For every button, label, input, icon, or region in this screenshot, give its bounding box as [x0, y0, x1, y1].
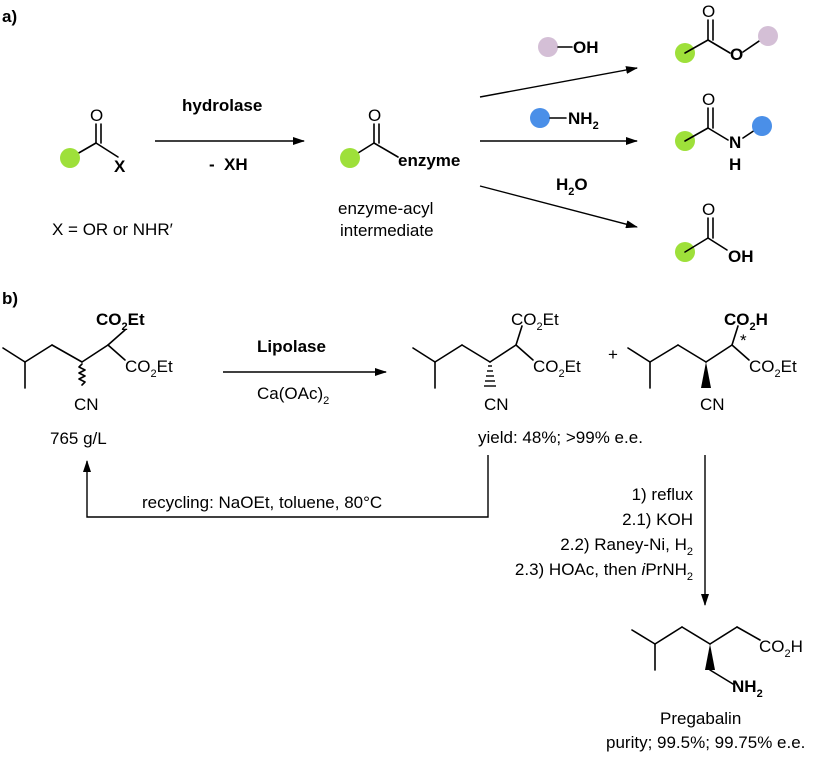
- svg-text:CO2H: CO2H: [759, 637, 803, 660]
- step-4: 2.3) HOAc, then iPrNH2: [515, 560, 693, 583]
- reagent-alcohol: OH: [538, 37, 599, 57]
- plus-sign: +: [608, 345, 618, 364]
- substrate-loading: 765 g/L: [50, 429, 107, 448]
- product-purity: purity; 99.5%; 99.75% e.e.: [606, 733, 805, 752]
- recycling-label: recycling: NaOEt, toluene, 80°C: [142, 493, 382, 512]
- svg-text:O: O: [702, 2, 715, 21]
- panel-b: b) CO2Et CO2Et CN 765 g/L Lipolase Ca(OA…: [2, 289, 805, 752]
- x-definition: X = OR or NHR′: [52, 220, 173, 239]
- enzyme-label: enzyme: [398, 151, 460, 170]
- r-group-dot: [60, 148, 80, 168]
- intermediate-line1: enzyme-acyl: [338, 199, 433, 218]
- product-diester: CO2Et CO2Et CN: [412, 310, 581, 414]
- stereocenter-star: *: [740, 331, 747, 350]
- minus-xh-label: - XH: [209, 155, 248, 174]
- carbonyl-o-label: O: [90, 106, 103, 125]
- svg-text:CO2H: CO2H: [724, 310, 768, 333]
- svg-text:CN: CN: [484, 395, 509, 414]
- svg-text:CN: CN: [74, 395, 99, 414]
- svg-text:OH: OH: [573, 38, 599, 57]
- svg-text:O: O: [702, 200, 715, 219]
- acid-product: O OH: [675, 200, 754, 266]
- svg-text:H: H: [729, 155, 741, 174]
- panel-a: a) O X X = OR or NHR′ hydrolase - XH O: [2, 2, 778, 266]
- svg-text:-: -: [209, 155, 215, 174]
- substrate-diester: CO2Et CO2Et CN: [2, 310, 173, 414]
- svg-text:CO2Et: CO2Et: [125, 357, 173, 380]
- svg-text:CO2Et: CO2Et: [533, 357, 581, 380]
- recycling-arrow: [83, 455, 489, 518]
- hydrolase-label: hydrolase: [182, 96, 262, 115]
- hydrolysis-arrow: [479, 185, 638, 229]
- svg-text:O: O: [702, 90, 715, 109]
- svg-text:XH: XH: [224, 155, 248, 174]
- svg-text:CN: CN: [700, 395, 725, 414]
- r-group-dot: [340, 148, 360, 168]
- alcoholysis-arrow: [479, 66, 638, 98]
- reagent-water: H2O: [556, 175, 588, 198]
- acyl-enzyme: O enzyme: [340, 106, 460, 170]
- wavy-bond: [78, 363, 86, 386]
- amide-product: O N H: [675, 90, 772, 174]
- svg-text:CO2Et: CO2Et: [749, 357, 797, 380]
- panel-a-label: a): [2, 7, 17, 26]
- svg-text:O: O: [730, 45, 743, 64]
- catalyst-label: Ca(OAc)2: [257, 384, 329, 407]
- svg-text:CO2Et: CO2Et: [96, 310, 145, 333]
- reagent-amine: NH2: [530, 108, 599, 132]
- product-monoacid: CO2H * CO2Et CN: [627, 310, 797, 414]
- hashed-wedge: [484, 365, 496, 387]
- product-name: Pregabalin: [660, 709, 741, 728]
- step-2: 2.1) KOH: [622, 510, 693, 529]
- yield-label: yield: 48%; >99% e.e.: [478, 428, 643, 447]
- intermediate-line2: intermediate: [340, 221, 434, 240]
- pregabalin-structure: CO2H NH2: [631, 626, 803, 700]
- svg-text:H2O: H2O: [556, 175, 588, 198]
- leaving-group-x: X: [114, 157, 126, 176]
- svg-text:NH2: NH2: [568, 109, 599, 132]
- svg-text:NH2: NH2: [732, 677, 763, 700]
- step-3: 2.2) Raney-Ni, H2: [560, 535, 693, 558]
- svg-text:CO2Et: CO2Et: [511, 310, 559, 333]
- panel-b-label: b): [2, 289, 18, 308]
- carbonyl-o-label: O: [368, 106, 381, 125]
- step-1: 1) reflux: [632, 485, 694, 504]
- acyl-donor: O X: [60, 106, 126, 176]
- svg-text:OH: OH: [728, 247, 754, 266]
- solid-wedge: [701, 362, 711, 388]
- svg-text:N: N: [729, 133, 741, 152]
- lipolase-label: Lipolase: [257, 337, 326, 356]
- ester-product: O O: [675, 2, 778, 64]
